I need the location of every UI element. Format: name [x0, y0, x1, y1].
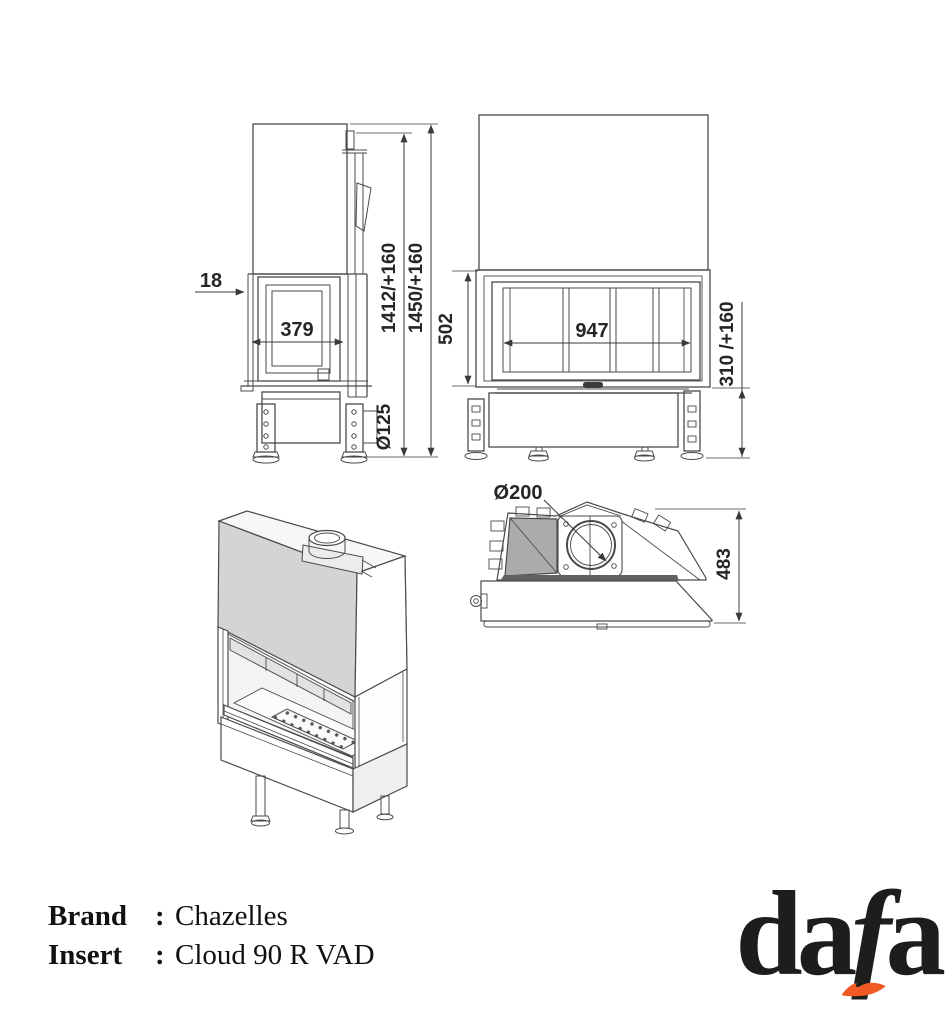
side-dim-depth: 379 — [280, 319, 313, 341]
top-dimensions — [543, 499, 746, 624]
top-hood — [488, 501, 707, 581]
door-handle — [583, 382, 603, 388]
front-dim-glass-height: 502 — [436, 313, 457, 345]
side-dim-height-total: 1450/+160 — [406, 243, 427, 333]
flue-outlet-circle — [566, 520, 616, 570]
side-dim-glass-offset: 18 — [200, 270, 222, 292]
front-hood — [478, 114, 709, 271]
front-dim-glass-width: 947 — [575, 320, 608, 342]
insert-row: Insert : Cloud 90 R VAD — [48, 939, 375, 978]
perspective-view — [217, 510, 408, 835]
side-view: 18 379 1412/+160 1450/+160 Ø125 — [195, 123, 438, 464]
insert-colon: : — [155, 939, 165, 971]
brand-row: Brand : Chazelles — [48, 900, 375, 939]
insert-value: Cloud 90 R VAD — [175, 939, 375, 971]
front-dimensions — [452, 270, 750, 459]
top-body — [470, 580, 713, 630]
product-info: Brand : Chazelles Insert : Cloud 90 R VA… — [48, 900, 375, 978]
iso-legs — [250, 775, 394, 835]
dafa-logo: dafa — [724, 874, 946, 1019]
front-base-and-legs — [464, 390, 704, 462]
side-dim-foot-diameter: Ø125 — [374, 403, 395, 450]
brand-value: Chazelles — [175, 900, 288, 932]
logo-text: a — [885, 867, 946, 1001]
side-dimensions — [195, 123, 438, 458]
side-dim-height-to-collar: 1412/+160 — [379, 243, 400, 333]
brand-label: Brand — [48, 900, 127, 932]
top-view: Ø200 483 — [470, 482, 746, 630]
logo-text: da — [735, 867, 857, 1001]
side-firebox — [240, 273, 372, 398]
insert-label: Insert — [48, 939, 123, 971]
flame-icon — [841, 982, 886, 997]
front-dim-base-height: 310 /+160 — [717, 301, 738, 386]
top-dim-flue-diameter: Ø200 — [494, 482, 543, 504]
side-base-and-legs — [252, 391, 378, 464]
brand-colon: : — [155, 900, 165, 932]
iso-body — [217, 626, 408, 813]
side-hood — [252, 123, 372, 275]
iso-flue-collar — [301, 529, 377, 578]
top-dim-depth: 483 — [714, 548, 735, 580]
front-view: 502 947 310 /+160 — [436, 114, 750, 462]
logo-text-f: f — [851, 867, 891, 1001]
